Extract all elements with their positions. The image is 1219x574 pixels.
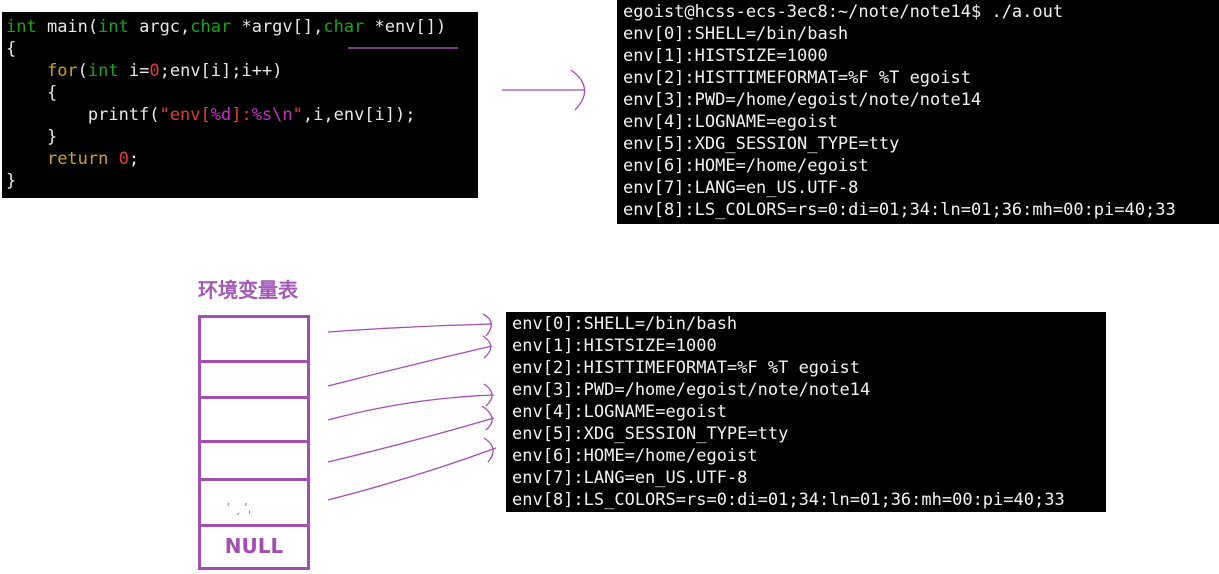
terminal-line: env[7]:LANG=en_US.UTF-8 — [512, 468, 748, 488]
code-token: for — [46, 61, 78, 81]
code-editor: int main(int argc,char *argv[],char *env… — [2, 12, 478, 198]
terminal-line: env[2]:HISTTIMEFORMAT=%F %T egoist — [512, 358, 860, 378]
arrow-env1 — [327, 335, 493, 387]
terminal-line: env[1]:HISTSIZE=1000 — [623, 46, 828, 66]
terminal-line: env[5]:XDG_SESSION_TYPE=tty — [512, 424, 789, 444]
terminal-line: env[6]:HOME=/home/egoist — [512, 446, 758, 466]
code-line: int main(int argc,char *argv[],char *env… — [6, 16, 474, 38]
code-token: " — [292, 105, 303, 125]
ellipsis-marks: ʿ ˏ ʿˌ — [227, 501, 252, 515]
code-token: %s\n — [251, 105, 293, 125]
code-token: %d — [210, 105, 232, 125]
terminal-line: env[7]:LANG=en_US.UTF-8 — [623, 178, 859, 198]
code-token: 0 — [149, 61, 160, 81]
code-token: "env[ — [159, 105, 211, 125]
code-token: char — [190, 17, 232, 37]
env-table-title: 环境变量表 — [198, 278, 298, 302]
code-token: ( — [77, 61, 88, 81]
code-token: } — [6, 171, 17, 191]
code-line: { — [6, 38, 474, 60]
env-table-cell — [201, 318, 307, 363]
terminal-line: env[5]:XDG_SESSION_TYPE=tty — [623, 134, 900, 154]
env-table-cell: ʿ ˏ ʿˌ — [201, 481, 307, 527]
code-token: ; — [128, 149, 140, 169]
code-token: int — [6, 17, 37, 37]
code-token: { — [6, 83, 58, 103]
arrow-env3 — [327, 405, 495, 463]
code-token: *env[]) — [364, 17, 447, 37]
code-token: ]: — [231, 105, 252, 125]
terminal-line: env[0]:SHELL=/bin/bash — [623, 24, 849, 44]
code-token: printf( — [6, 105, 160, 125]
terminal-line: env[3]:PWD=/home/egoist/note/note14 — [512, 380, 871, 400]
code-line: } — [6, 126, 474, 148]
terminal-line: env[6]:HOME=/home/egoist — [623, 156, 869, 176]
terminal-line: env[2]:HISTTIMEFORMAT=%F %T egoist — [623, 68, 971, 88]
code-token: } — [6, 127, 58, 147]
arrow-env0 — [327, 313, 493, 337]
code-token: 0 — [118, 149, 129, 169]
terminal-line: env[4]:LOGNAME=egoist — [512, 402, 727, 422]
terminal-line: egoist@hcss-ecs-3ec8:~/note/note14$ ./a.… — [623, 2, 1064, 22]
terminal-output-top: egoist@hcss-ecs-3ec8:~/note/note14$ ./a.… — [617, 0, 1219, 224]
arrow-env2 — [327, 383, 495, 421]
terminal-line: env[1]:HISTSIZE=1000 — [512, 336, 717, 356]
code-line: return 0; — [6, 148, 474, 170]
code-line: { — [6, 82, 474, 104]
code-line: printf("env[%d]:%s\n",i,env[i]); — [6, 104, 474, 126]
code-token: i= — [118, 61, 150, 81]
arrow-code-to-output — [502, 69, 586, 111]
terminal-line: env[4]:LOGNAME=egoist — [623, 112, 838, 132]
terminal-line: env[8]:LS_COLORS=rs=0:di=01;34:ln=01;36:… — [623, 200, 1176, 220]
null-terminator: NULL — [224, 534, 284, 558]
code-line: } — [6, 170, 474, 192]
code-token: main( — [36, 17, 99, 37]
env-table-cell — [201, 443, 307, 481]
code-token: int — [98, 17, 129, 37]
code-token: char — [323, 17, 365, 37]
code-line: for(int i=0;env[i];i++) — [6, 60, 474, 82]
terminal-line: env[0]:SHELL=/bin/bash — [512, 314, 738, 334]
code-token: { — [6, 39, 17, 59]
code-token: argc, — [128, 17, 191, 37]
code-token: *argv[], — [231, 17, 324, 37]
terminal-line: env[3]:PWD=/home/egoist/note/note14 — [623, 90, 982, 110]
code-token: return — [46, 149, 109, 169]
code-token: ,i,env[i]); — [302, 105, 416, 125]
env-table-cell — [201, 399, 307, 443]
env-table-cell — [201, 363, 307, 399]
code-token: ;env[i];i++) — [159, 61, 283, 81]
terminal-line: env[8]:LS_COLORS=rs=0:di=01;34:ln=01;36:… — [512, 490, 1065, 510]
env-table: ʿ ˏ ʿˌ NULL — [198, 315, 310, 570]
code-token: int — [87, 61, 119, 81]
arrow-env4 — [327, 437, 497, 501]
